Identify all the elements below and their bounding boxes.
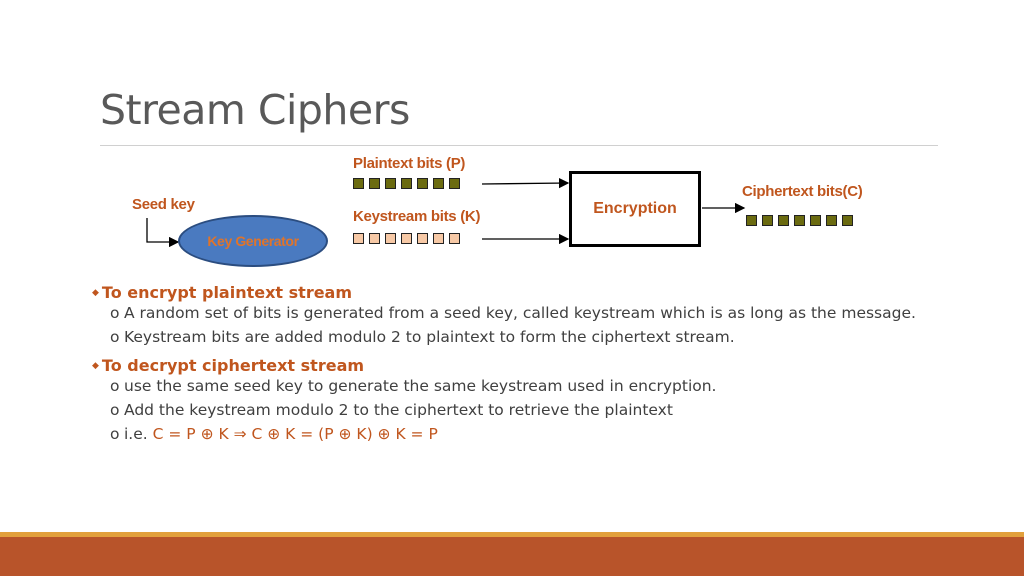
list-item: o Keystream bits are added modulo 2 to p…	[110, 328, 938, 346]
footer-bar	[0, 537, 1024, 576]
seed-key-label: Seed key	[132, 196, 195, 213]
decrypt-heading-text: To decrypt ciphertext stream	[101, 356, 365, 375]
ie-prefix: i.e.	[124, 425, 148, 443]
circle-bullet-icon: o	[110, 401, 120, 419]
circle-bullet-icon: o	[110, 304, 120, 322]
keystream-bit	[401, 233, 412, 244]
list-item-text: A random set of bits is generated from a…	[124, 304, 916, 322]
keystream-label: Keystream bits (K)	[353, 208, 481, 225]
keystream-bit	[449, 233, 460, 244]
key-generator-label: Key Generator	[207, 233, 299, 249]
plaintext-bits	[353, 178, 460, 189]
ciphertext-bit	[842, 215, 853, 226]
encryption-label: Encryption	[593, 200, 677, 217]
encryption-box: Encryption	[569, 171, 701, 247]
seed-arrow	[146, 218, 180, 248]
xor-formula: C = P ⊕ K ⇒ C ⊕ K = (P ⊕ K) ⊕ K = P	[152, 425, 438, 443]
ciphertext-bit	[762, 215, 773, 226]
circle-bullet-icon: o	[110, 328, 120, 346]
plaintext-bit	[369, 178, 380, 189]
circle-bullet-icon: o	[110, 425, 120, 443]
plaintext-bit	[417, 178, 428, 189]
list-item: o use the same seed key to generate the …	[110, 377, 938, 395]
title-divider	[100, 145, 938, 146]
list-item: o A random set of bits is generated from…	[110, 304, 938, 322]
plaintext-arrow	[481, 177, 570, 189]
plaintext-bit	[385, 178, 396, 189]
page-title: Stream Ciphers	[100, 86, 410, 134]
ciphertext-bits	[746, 215, 853, 226]
keystream-bit	[433, 233, 444, 244]
encrypt-heading: ◆ To encrypt plaintext stream	[92, 283, 938, 302]
plaintext-bit	[433, 178, 444, 189]
ciphertext-bit	[778, 215, 789, 226]
plaintext-bit	[401, 178, 412, 189]
keystream-bit	[369, 233, 380, 244]
ciphertext-bit	[746, 215, 757, 226]
plaintext-label: Plaintext bits (P)	[353, 155, 466, 172]
list-item-formula: o i.e. C = P ⊕ K ⇒ C ⊕ K = (P ⊕ K) ⊕ K =…	[110, 425, 938, 443]
keystream-bit	[385, 233, 396, 244]
encrypt-heading-text: To encrypt plaintext stream	[101, 283, 353, 302]
ciphertext-bit	[794, 215, 805, 226]
diamond-bullet-icon: ◆	[92, 288, 99, 298]
diamond-bullet-icon: ◆	[92, 361, 99, 371]
slide-content: ◆ To encrypt plaintext stream o A random…	[92, 283, 938, 449]
list-item-text: use the same seed key to generate the sa…	[124, 377, 717, 395]
stream-cipher-diagram: Plaintext bits (P) Keystream bits (K) Se…	[0, 0, 1024, 280]
ciphertext-bit	[826, 215, 837, 226]
plaintext-bit	[449, 178, 460, 189]
keystream-bits	[353, 233, 460, 244]
footer-accent-bar	[0, 532, 1024, 537]
list-item-text: Keystream bits are added modulo 2 to pla…	[124, 328, 735, 346]
list-item-text: Add the keystream modulo 2 to the cipher…	[124, 401, 673, 419]
keystream-bit	[417, 233, 428, 244]
circle-bullet-icon: o	[110, 377, 120, 395]
diagram-arrows	[146, 177, 746, 248]
plaintext-bit	[353, 178, 364, 189]
decrypt-heading: ◆ To decrypt ciphertext stream	[92, 356, 938, 375]
key-generator: Key Generator	[178, 215, 328, 267]
ciphertext-bit	[810, 215, 821, 226]
list-item: o Add the keystream modulo 2 to the ciph…	[110, 401, 938, 419]
keystream-bit	[353, 233, 364, 244]
ciphertext-label: Ciphertext bits(C)	[742, 183, 863, 200]
